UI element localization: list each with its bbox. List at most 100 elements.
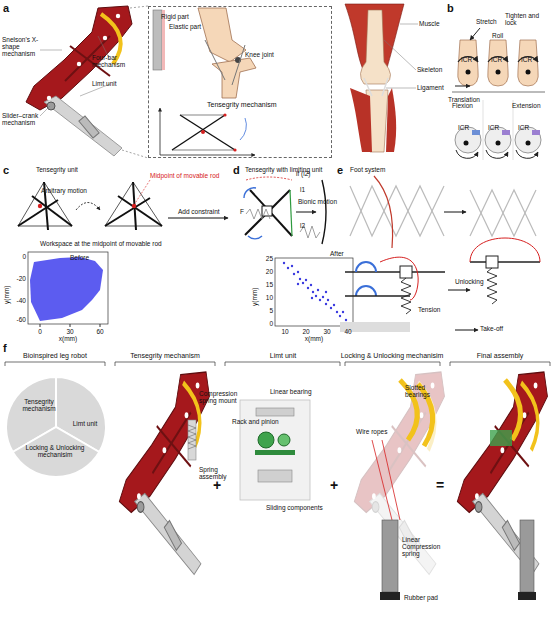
leader-line (40, 50, 62, 51)
limited-tensegrity-drawing (290, 190, 292, 236)
workspace-plot-after (325, 291, 327, 293)
limited-tensegrity-drawing (322, 180, 326, 244)
spring-assembly (188, 420, 196, 460)
workspace-plot-after (307, 287, 309, 289)
annotation-label: Add constraint (178, 208, 220, 215)
axis-label: 10 (253, 294, 273, 301)
knee-tensegrity-illustration (153, 10, 162, 70)
annotation-label: ICR (491, 56, 502, 63)
annotation-label: Snelson's X-shape mechanism (2, 36, 50, 57)
annotation-label: Bionic motion (298, 198, 337, 205)
leader-line (40, 106, 50, 116)
workspace-plot-after (315, 295, 317, 297)
annotation-label: Skeleton (417, 66, 442, 73)
knee-tensegrity-illustration (233, 148, 236, 151)
annotation-label: Wire ropes (356, 428, 387, 435)
foot-system-drawing (356, 262, 376, 272)
locking-mechanism-drawing (372, 440, 392, 520)
locking-mechanism-drawing (382, 440, 400, 520)
zoom-line (130, 6, 148, 8)
tensegrity-unit-drawing (18, 200, 58, 226)
annotation-label: Flexion (452, 102, 473, 109)
bone-motion-illustration (488, 40, 509, 86)
axis-label: 15 (253, 281, 273, 288)
bone-motion-illustration (452, 28, 545, 160)
annotation-label: 30 (319, 328, 335, 335)
workspace-plot-after (305, 279, 307, 281)
workspace-plot-after (333, 304, 335, 306)
tensegrity-unit-drawing (105, 226, 162, 227)
leg-robot-a (26, 6, 132, 156)
annotation-label: x(mm) (299, 335, 329, 342)
annotation-label: 10 (277, 328, 293, 335)
foot-system-drawing (486, 256, 498, 268)
workspace-plot-after (287, 267, 289, 269)
annotation-label: Slotted bearings (405, 384, 441, 398)
workspace-plot-after (330, 307, 332, 309)
workspace-plot-after (275, 258, 353, 326)
annotation-label: 60 (92, 328, 108, 335)
part-label: Rigid part (161, 13, 211, 20)
workspace-plot-after (297, 283, 299, 285)
panel-letter: f (3, 342, 7, 354)
annotation-label: 0 (32, 328, 48, 335)
annotation-label: Tensegrity mechanism (115, 352, 215, 360)
section-bracket (345, 362, 440, 366)
bone-motion-illustration (455, 86, 470, 87)
annotation-label: Roll (492, 32, 503, 39)
pie-sectors (6, 377, 106, 477)
musculoskeletal-knee (360, 10, 390, 84)
workspace-plot-after (325, 303, 327, 305)
bone-motion-illustration (470, 28, 480, 40)
annotation-label: Rubber pad (404, 594, 438, 601)
spring-assembly (188, 425, 196, 449)
midpoint-marker (132, 204, 136, 208)
workspace-plot-before (28, 252, 108, 327)
section-bracket (225, 362, 340, 366)
bone-motion-illustration (456, 150, 478, 158)
annotation-label: Linear Compression spring (402, 536, 448, 557)
knee-tensegrity-illustration (172, 150, 235, 151)
annotation-label: Foot system (350, 166, 385, 173)
workspace-plot-before (28, 252, 108, 324)
final-assembly-drawing (520, 520, 534, 592)
workspace-plot-after (336, 311, 338, 313)
workspace-plot-after (297, 271, 299, 273)
workspace-plot-before (100, 324, 101, 327)
axis-label: y(mm) (3, 286, 10, 304)
panel-letter: b (447, 2, 454, 14)
tensegrity-unit-drawing (168, 218, 228, 219)
annotation-label: 30 (62, 328, 78, 335)
sector-label: Limt unit (68, 420, 102, 427)
tensegrity-unit-drawing (18, 180, 228, 230)
workspace-plot-before (30, 257, 103, 321)
knee-tensegrity-illustration (180, 115, 225, 116)
annotation-label: Tension (418, 306, 440, 313)
knee-tensegrity-illustration (201, 130, 205, 134)
annotation-label: x(mm) (53, 335, 83, 342)
axis-label: 0 (6, 253, 26, 260)
workspace-plot-after (310, 284, 312, 286)
annotation-label: Limt unit (92, 80, 117, 87)
zoom-line (122, 150, 148, 158)
musculoskeletal-knee (386, 88, 416, 89)
bone-motion-illustration (526, 141, 531, 146)
annotation-label: Workspace at the midpoint of movable rod (40, 240, 162, 247)
pie-sector (13, 427, 100, 477)
foot-system-drawing (380, 257, 418, 300)
workspace-plot-after (345, 319, 347, 321)
annotation-label: Midpoint of movable rod (150, 172, 219, 179)
pie-chart-node: Tensegrity mechanismLimt unitLocking & U… (5, 376, 107, 478)
sector-label: Locking & Unlocking mechanisim (25, 444, 85, 458)
section-bracket (5, 362, 105, 366)
axis-label: 25 (253, 255, 273, 262)
musculoskeletal-knee (350, 88, 372, 152)
annotation-label: Sliding components (266, 504, 323, 511)
limit-unit-drawing (255, 450, 295, 455)
annotation-label: Ligament (417, 84, 444, 91)
workspace-plot-after (311, 297, 313, 299)
musculoskeletal-knee (364, 78, 372, 96)
foot-system-drawing (444, 212, 466, 213)
